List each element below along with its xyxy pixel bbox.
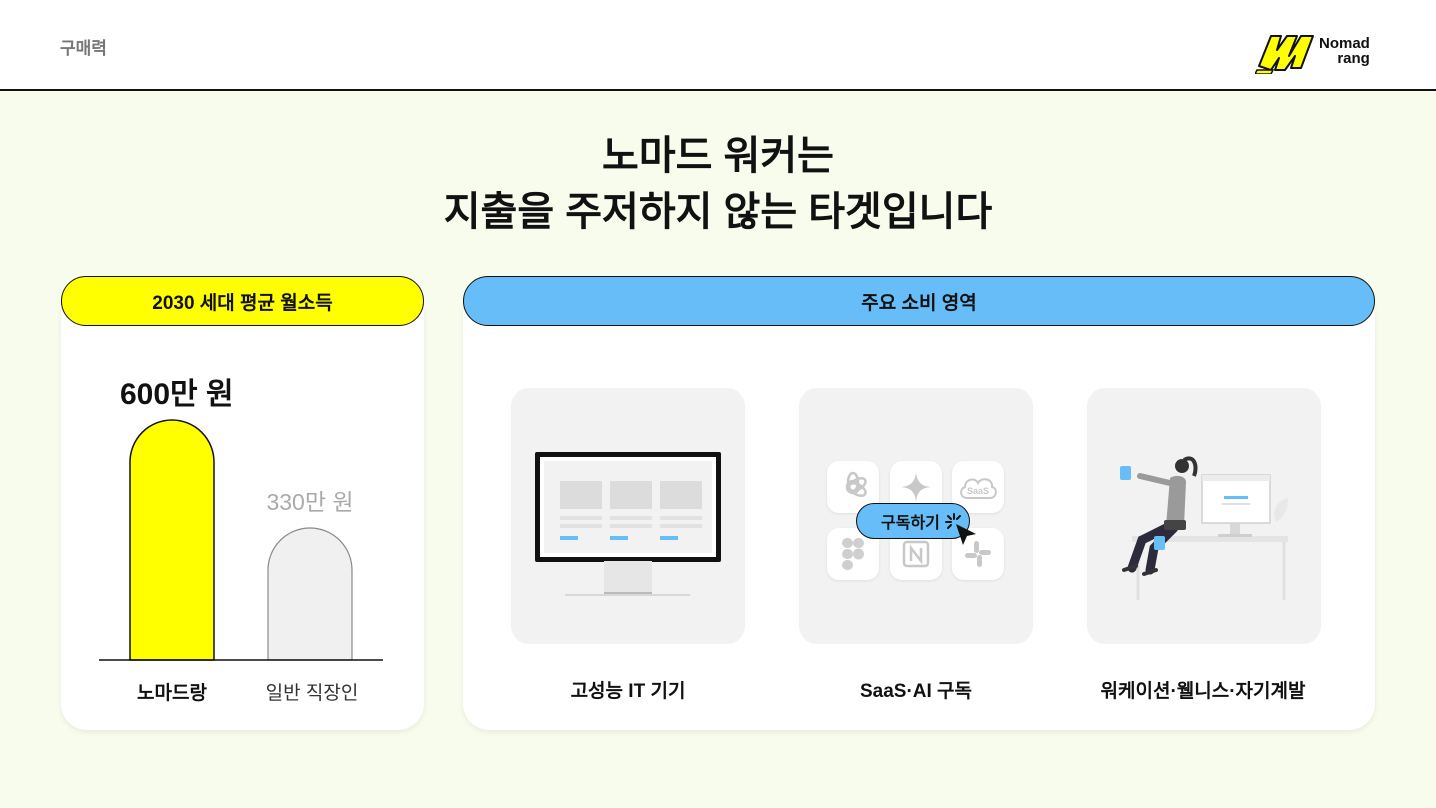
logo-line-1: Nomad (1319, 35, 1370, 52)
section-label: 구매력 (60, 39, 107, 58)
cursor-click-icon (945, 513, 976, 545)
category-label-office-worker: 일반 직장인 (265, 683, 359, 704)
income-card (61, 290, 424, 730)
nomadrang-logo[interactable]: Nomad rang (1253, 30, 1385, 75)
spending-heading: 주요 소비 영역 (463, 276, 1375, 326)
category-label-nomadrang: 노마드랑 (137, 683, 207, 704)
remote-worker-icon (1120, 456, 1288, 600)
title-line-2: 지출을 주저하지 않는 타겟입니다 (443, 190, 993, 234)
item-label-saas-ai: SaaS·AI 구독 (859, 681, 973, 702)
item-label-it-devices: 고성능 IT 기기 (570, 681, 686, 702)
bar-0 (129, 419, 215, 661)
bar-1 (267, 527, 353, 661)
monitor-stand (604, 561, 652, 595)
page-title: 노마드 워커는 지출을 주저하지 않는 타겟입니다 (0, 128, 1436, 240)
logo-line-2: rang (1337, 50, 1370, 67)
bar-value-label-1: 330만 원 (266, 489, 353, 515)
title-line-1: 노마드 워커는 (602, 134, 834, 178)
saas-cloud-icon: SaaS (952, 461, 1004, 513)
bar-value-label-0: 600만 원 (120, 378, 234, 411)
saas-badge-text: SaaS (967, 486, 989, 496)
monitor-icon (535, 452, 721, 562)
desk-line (565, 594, 690, 596)
logo-mark-icon (1253, 35, 1314, 75)
income-heading: 2030 세대 평균 월소득 (61, 276, 424, 326)
top-bar: 구매력 Nomad rang (0, 0, 1436, 91)
monitor-foot (604, 592, 652, 595)
income-bar-chart: 600만 원 330만 원 (99, 378, 383, 661)
logo-wordmark: Nomad rang (1319, 36, 1370, 66)
item-label-workation: 워케이션·웰니스·자기계발 (1100, 681, 1306, 702)
